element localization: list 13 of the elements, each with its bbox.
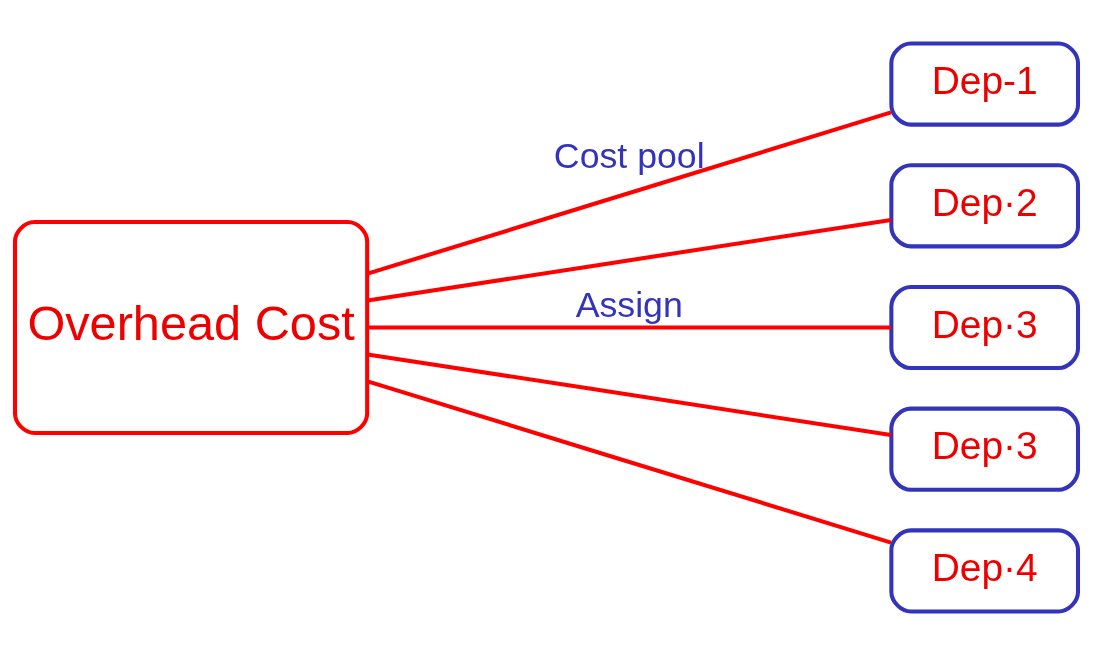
edge-label: Assign [575,284,683,325]
connector [367,378,892,545]
node-box: Dep-1 [889,40,1081,127]
edge-label: Cost pool [553,135,705,176]
connector [367,109,892,276]
node-box: Overhead Cost [12,219,370,435]
node-box: Dep·3 [889,284,1081,370]
node-box: Dep·3 [889,406,1081,492]
connector [367,217,892,303]
node-box: Dep·2 [889,162,1081,248]
node-box: Dep·4 [889,527,1081,614]
connector [367,351,892,437]
connector [367,324,891,330]
